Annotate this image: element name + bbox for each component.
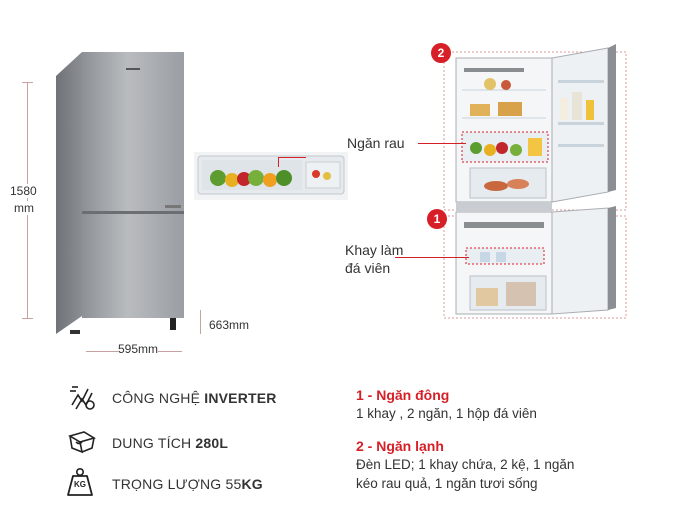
section-freezer-body: 1 khay , 2 ngăn, 1 hộp đá viên bbox=[356, 404, 676, 423]
width-value: 595mm bbox=[118, 342, 159, 356]
feature-capacity: DUNG TÍCH 280L bbox=[112, 435, 228, 451]
section-fridge-line-2: kéo rau quả, 1 ngăn tươi sống bbox=[356, 476, 538, 491]
zone-2-badge: 2 bbox=[431, 43, 451, 63]
section-freezer-title: 1 - Ngăn đông bbox=[356, 387, 450, 403]
section-freezer-line-1: 1 khay , 2 ngăn, 1 hộp đá viên bbox=[356, 406, 537, 421]
crisper-label: Ngăn rau bbox=[347, 135, 405, 151]
closed-fridge-image bbox=[56, 52, 184, 334]
depth-value: 663mm bbox=[209, 318, 250, 332]
feature-capacity-bold: 280L bbox=[195, 435, 229, 451]
dimension-depth-line bbox=[200, 310, 201, 334]
feature-inverter-prefix: CÔNG NGHỆ bbox=[112, 390, 205, 406]
section-fridge-line-1: Đèn LED; 1 khay chứa, 2 kệ, 1 ngăn bbox=[356, 457, 575, 472]
crisper-leader-line-left-v bbox=[278, 157, 279, 167]
feature-inverter-bold: INVERTER bbox=[204, 390, 277, 406]
capacity-icon bbox=[68, 431, 96, 454]
dimension-height-line bbox=[27, 82, 28, 318]
weight-icon-label: KG bbox=[74, 480, 86, 489]
dimension-tick-bottom bbox=[22, 318, 33, 319]
feature-capacity-prefix: DUNG TÍCH bbox=[112, 435, 196, 451]
feature-weight-prefix: TRỌNG LƯỢNG 55 bbox=[112, 476, 242, 492]
section-fridge-title: 2 - Ngăn lạnh bbox=[356, 438, 444, 454]
crisper-leader-line-left bbox=[278, 157, 306, 158]
ice-tray-leader-line bbox=[395, 257, 469, 258]
feature-inverter: CÔNG NGHỆ INVERTER bbox=[112, 390, 277, 406]
feature-weight: TRỌNG LƯỢNG 55KG bbox=[112, 476, 263, 492]
zone-1-badge: 1 bbox=[427, 209, 447, 229]
ice-tray-label-line1: Khay làm bbox=[345, 242, 404, 258]
inverter-icon bbox=[70, 386, 95, 410]
ice-tray-label: Khay làm đá viên bbox=[345, 241, 403, 277]
crisper-drawer-image bbox=[194, 152, 348, 200]
height-unit: mm bbox=[14, 201, 34, 215]
weight-icon: KG bbox=[66, 467, 94, 497]
height-value: 1580 bbox=[10, 184, 37, 198]
section-fridge: 2 - Ngăn lạnh Đèn LED; 1 khay chứa, 2 kệ… bbox=[356, 438, 686, 493]
dimension-tick-top bbox=[22, 82, 33, 83]
crisper-leader-line bbox=[418, 143, 466, 144]
feature-weight-bold: KG bbox=[241, 476, 263, 492]
ice-tray-label-line2: đá viên bbox=[345, 260, 391, 276]
section-fridge-body: Đèn LED; 1 khay chứa, 2 kệ, 1 ngăn kéo r… bbox=[356, 455, 686, 493]
section-freezer: 1 - Ngăn đông 1 khay , 2 ngăn, 1 hộp đá … bbox=[356, 387, 676, 423]
open-fridge-image bbox=[443, 44, 627, 319]
